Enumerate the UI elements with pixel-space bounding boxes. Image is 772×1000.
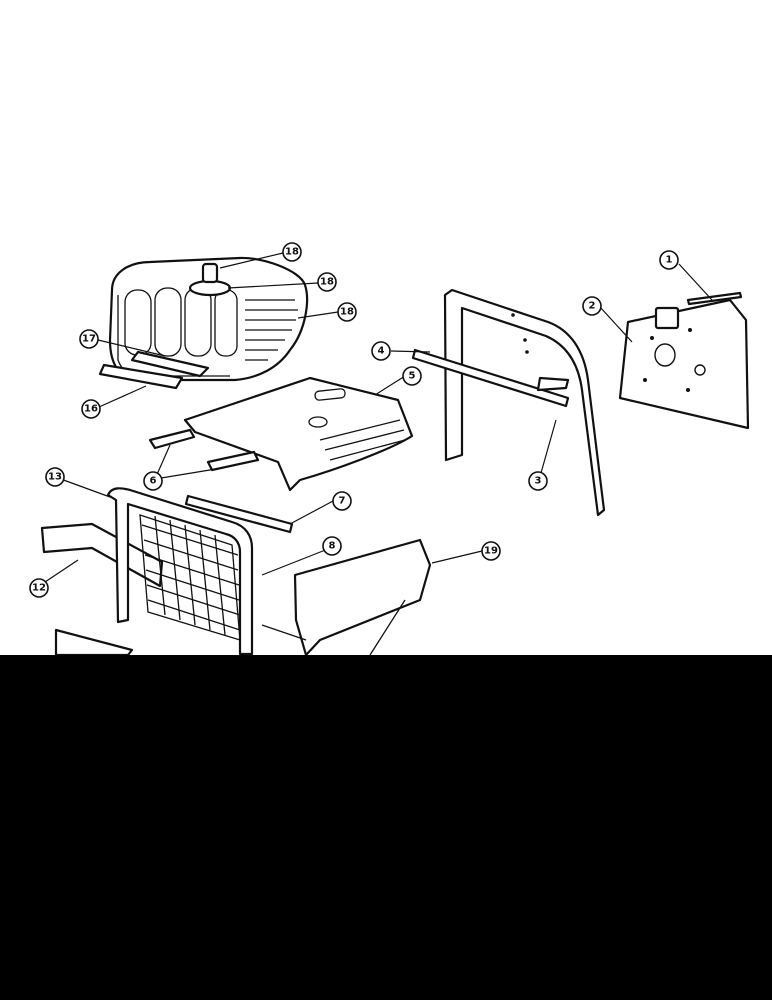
callout-13: 13 <box>45 467 65 487</box>
black-band <box>0 655 772 1000</box>
callout-2: 2 <box>582 296 602 316</box>
callout-5-label: 5 <box>409 371 416 382</box>
callout-8: 8 <box>322 536 342 556</box>
callout-19: 19 <box>481 541 501 561</box>
fuel-tank <box>108 256 309 382</box>
callout-16: 18 <box>282 242 302 262</box>
callout-6-label: 6 <box>150 476 157 487</box>
callout-12-label: 12 <box>32 583 46 594</box>
callout-19-label: 19 <box>484 546 498 557</box>
grille-assembly <box>106 487 254 656</box>
callout-2-label: 2 <box>589 301 596 312</box>
callout-18-label: 18 <box>340 307 354 318</box>
callout-15-label: 17 <box>82 334 96 345</box>
callout-14: 16 <box>81 399 101 419</box>
callout-12: 12 <box>29 578 49 598</box>
leader-lines <box>38 252 713 587</box>
callout-1: 1 <box>659 250 679 270</box>
callout-16-label: 18 <box>285 247 299 258</box>
callout-15: 17 <box>79 329 99 349</box>
callout-6: 6 <box>143 471 163 491</box>
rear-cover <box>54 538 432 657</box>
callout-3-label: 3 <box>535 476 542 487</box>
callout-1-label: 1 <box>666 255 673 266</box>
callout-3: 3 <box>528 471 548 491</box>
callout-4: 4 <box>371 341 391 361</box>
callout-4-label: 4 <box>378 346 385 357</box>
callout-13-label: 13 <box>48 472 62 483</box>
side-frame <box>411 288 606 517</box>
side-strips <box>40 494 294 588</box>
tank-strips <box>98 350 210 390</box>
callout-7-label: 7 <box>339 496 346 507</box>
mounting-plate <box>618 291 750 430</box>
callout-5: 5 <box>402 366 422 386</box>
callout-8-label: 8 <box>329 541 336 552</box>
callout-7: 7 <box>332 491 352 511</box>
hood-panel <box>148 376 414 492</box>
callout-17: 18 <box>317 272 337 292</box>
callout-14-label: 16 <box>84 404 98 415</box>
callout-17-label: 18 <box>320 277 334 288</box>
callout-18: 18 <box>337 302 357 322</box>
